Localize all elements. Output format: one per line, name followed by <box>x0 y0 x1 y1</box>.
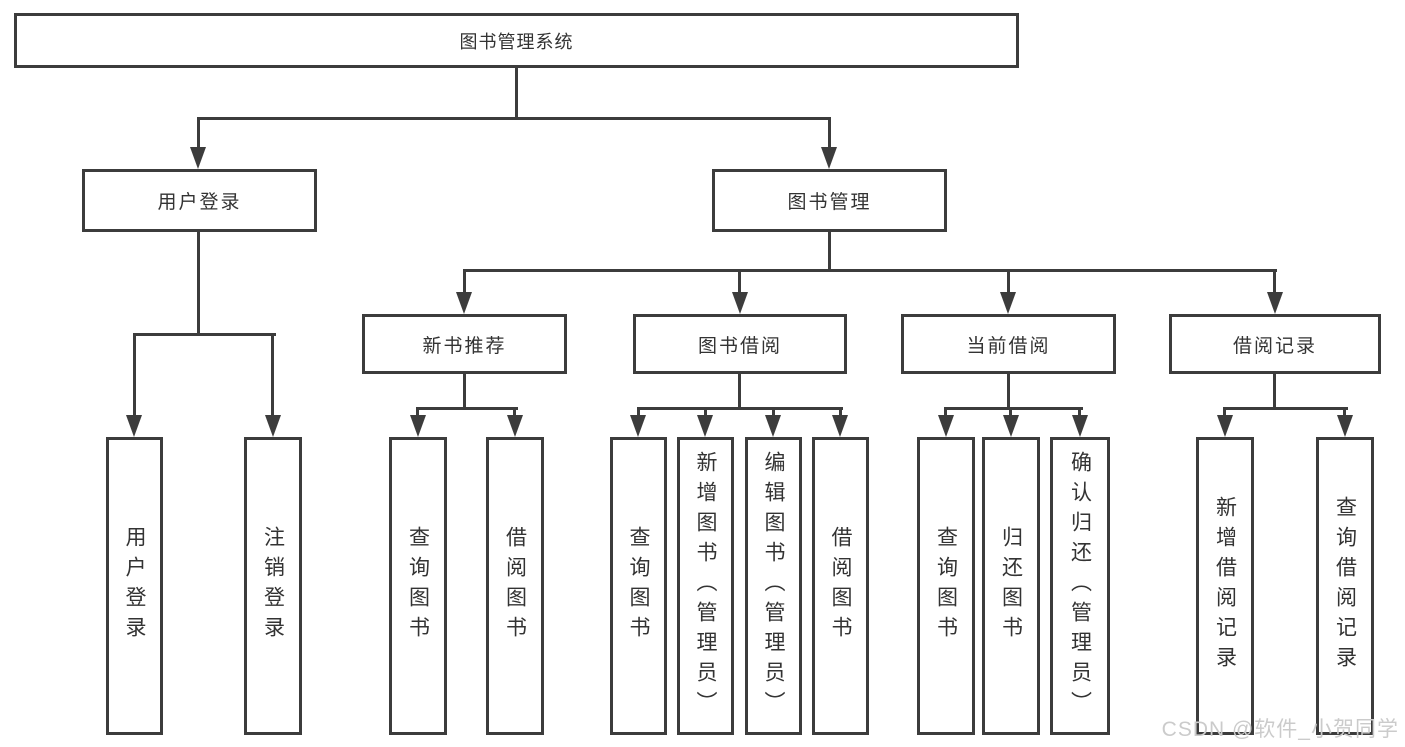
node-label: 归还图书 <box>999 526 1023 646</box>
connector-book-borrow-splitter <box>637 407 843 410</box>
node-leaf-borrow-books-recommend: 借阅图书 <box>486 437 544 735</box>
connector-drop <box>1223 407 1226 418</box>
connector-user-login-splitter <box>133 333 276 336</box>
connector-drop <box>1078 407 1081 418</box>
connector-root-stem <box>515 68 518 120</box>
connector-drop <box>416 407 419 418</box>
arrow-down-icon <box>821 147 837 169</box>
connector-drop <box>637 407 640 418</box>
node-label: 借阅图书 <box>503 526 527 646</box>
node-leaf-borrow-books-borrowing: 借阅图书 <box>812 437 869 735</box>
node-label: 当前借阅 <box>966 335 1051 357</box>
node-label: 编辑图书（管理员） <box>762 451 785 721</box>
arrow-down-icon <box>630 415 646 437</box>
connector-drop <box>1009 407 1012 418</box>
connector-current-borrow-stem <box>1007 374 1010 410</box>
node-label: 新书推荐 <box>422 335 507 357</box>
node-label: 注销登录 <box>261 526 285 646</box>
arrow-down-icon <box>456 292 472 314</box>
arrow-down-icon <box>765 415 781 437</box>
node-label: 确认归还（管理员） <box>1068 451 1092 721</box>
node-user-login: 用户登录 <box>82 169 317 232</box>
connector-drop <box>1343 407 1346 418</box>
connector-drop-current-borrow <box>1007 269 1010 294</box>
csdn-watermark: CSDN @软件_小贺同学 <box>1161 718 1399 741</box>
node-new-book-recommendation: 新书推荐 <box>362 314 567 374</box>
node-label: 用户登录 <box>123 526 146 646</box>
arrow-down-icon <box>697 415 713 437</box>
node-label: 查询图书 <box>934 526 958 646</box>
arrow-down-icon <box>1337 415 1353 437</box>
arrow-down-icon <box>126 415 142 437</box>
arrow-down-icon <box>938 415 954 437</box>
arrow-down-icon <box>832 415 848 437</box>
connector-book-management-splitter <box>463 269 1277 272</box>
node-leaf-add-books-admin: 新增图书（管理员） <box>677 437 734 735</box>
arrow-down-icon <box>190 147 206 169</box>
connector-root-splitter <box>197 117 831 120</box>
connector-borrow-record-splitter <box>1223 407 1348 410</box>
connector-book-borrow-stem <box>738 374 741 410</box>
node-label: 用户登录 <box>157 192 242 213</box>
node-label: 新增借阅记录 <box>1213 496 1237 676</box>
connector-new-book-splitter <box>416 407 518 410</box>
connector-current-borrow-splitter <box>944 407 1083 410</box>
node-label: 新增图书（管理员） <box>694 451 717 721</box>
node-label: 查询图书 <box>406 526 430 646</box>
arrow-down-icon <box>1003 415 1019 437</box>
node-label: 图书管理 <box>787 192 872 213</box>
node-leaf-query-books-current: 查询图书 <box>917 437 975 735</box>
arrow-down-icon <box>732 292 748 314</box>
node-label: 图书管理系统 <box>459 31 574 52</box>
node-leaf-edit-books-admin: 编辑图书（管理员） <box>745 437 802 735</box>
node-current-borrowing: 当前借阅 <box>901 314 1116 374</box>
connector-book-management-stem <box>828 232 831 272</box>
connector-drop-book-borrow <box>738 269 741 294</box>
arrow-down-icon <box>1000 292 1016 314</box>
node-leaf-user-login: 用户登录 <box>106 437 163 735</box>
node-leaf-query-books-borrowing: 查询图书 <box>610 437 667 735</box>
node-label: 借阅记录 <box>1232 335 1317 357</box>
connector-drop-login <box>133 333 136 417</box>
connector-new-book-stem <box>463 374 466 410</box>
connector-borrow-record-stem <box>1273 374 1276 410</box>
connector-drop <box>772 407 775 418</box>
node-label: 查询图书 <box>627 526 650 646</box>
arrow-down-icon <box>507 415 523 437</box>
connector-drop-borrow-record <box>1273 269 1276 294</box>
arrow-down-icon <box>1072 415 1088 437</box>
connector-drop <box>839 407 842 418</box>
connector-drop-new-book <box>463 269 466 294</box>
connector-drop <box>704 407 707 418</box>
connector-user-login-stem <box>197 232 200 336</box>
node-leaf-return-books: 归还图书 <box>982 437 1040 735</box>
arrow-down-icon <box>265 415 281 437</box>
connector-drop-user-login <box>197 117 200 148</box>
node-leaf-query-borrow-record: 查询借阅记录 <box>1316 437 1374 735</box>
connector-drop-book-management <box>828 117 831 148</box>
node-label: 图书借阅 <box>697 335 782 357</box>
node-root-library-management-system: 图书管理系统 <box>14 13 1019 68</box>
node-label: 查询借阅记录 <box>1333 496 1357 676</box>
arrow-down-icon <box>1217 415 1233 437</box>
connector-drop <box>944 407 947 418</box>
connector-drop <box>513 407 516 418</box>
node-leaf-logout: 注销登录 <box>244 437 302 735</box>
node-leaf-confirm-return-admin: 确认归还（管理员） <box>1050 437 1110 735</box>
node-leaf-add-borrow-record: 新增借阅记录 <box>1196 437 1254 735</box>
connector-drop-logout <box>271 333 274 417</box>
node-label: 借阅图书 <box>829 526 852 646</box>
arrow-down-icon <box>410 415 426 437</box>
node-book-borrowing: 图书借阅 <box>633 314 847 374</box>
node-book-management: 图书管理 <box>712 169 947 232</box>
node-borrowing-records: 借阅记录 <box>1169 314 1381 374</box>
node-leaf-query-books-recommend: 查询图书 <box>389 437 447 735</box>
arrow-down-icon <box>1267 292 1283 314</box>
